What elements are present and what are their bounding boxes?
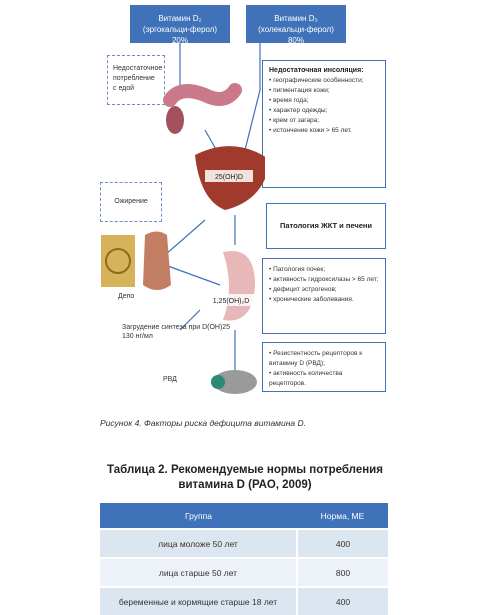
receptor-item: активность количества рецепторов. bbox=[269, 369, 379, 389]
insolation-title: Недостаточная инсоляция: bbox=[269, 67, 364, 74]
norm-cell: 800 bbox=[297, 557, 388, 587]
kidney-item: активность гидроксилазы > 65 лет; bbox=[269, 275, 379, 285]
insolation-item: характер одежды; bbox=[269, 106, 379, 116]
table-row: беременные и кормящие старше 18 лет 400 bbox=[100, 586, 388, 615]
low-intake-box: Недостаточное потребление с едой bbox=[107, 55, 165, 105]
intestine-opening-icon bbox=[166, 106, 184, 134]
norms-table: Группа Норма, МЕ лица моложе 50 лет 400 … bbox=[100, 503, 388, 615]
insolation-item: истончение кожи > 65 лет. bbox=[269, 126, 379, 136]
torso-icon bbox=[143, 231, 171, 290]
table-header-row: Группа Норма, МЕ bbox=[100, 503, 388, 529]
vdr-label: РВД bbox=[163, 376, 177, 383]
receptor-icon bbox=[211, 375, 225, 389]
vitamin-d3-box: Витамин D₃ (холекальци-ферол) 80% bbox=[246, 5, 346, 45]
insolation-item: пигментация кожи; bbox=[269, 86, 379, 96]
kidney-item: хронические заболевания. bbox=[269, 295, 379, 305]
norm-cell: 400 bbox=[297, 586, 388, 615]
kidney-icon bbox=[223, 250, 255, 321]
kidney-factors-box: Патология почек; активность гидроксилазы… bbox=[262, 258, 386, 334]
obesity-box: Ожирение bbox=[100, 182, 162, 222]
anatomy-illustration: 25(OH)D 1,25(OH)₂D bbox=[101, 43, 265, 394]
receptor-box: Резистентность рецепторов к витамину D (… bbox=[262, 342, 386, 392]
depot-label: Депо bbox=[118, 293, 135, 300]
insolation-list: географические особенности; пигментация … bbox=[269, 76, 379, 136]
receptor-item: Резистентность рецепторов к витамину D (… bbox=[269, 349, 379, 369]
synthesis-stop-label: Загрудение синтеза при D(OH)25 130 нг/мл bbox=[122, 324, 231, 340]
liver-label: 25(OH)D bbox=[215, 174, 243, 181]
receptor-list: Резистентность рецепторов к витамину D (… bbox=[269, 349, 379, 389]
vitamin-d2-box: Витамин D₂ (эргокальци-ферол) 20% bbox=[130, 5, 230, 45]
kidney-list: Патология почек; активность гидроксилазы… bbox=[269, 265, 379, 305]
insolation-item: крем от загара; bbox=[269, 116, 379, 126]
group-cell: беременные и кормящие старше 18 лет bbox=[100, 586, 298, 615]
insolation-box: Недостаточная инсоляция: географические … bbox=[262, 60, 386, 188]
table-row: лица старше 50 лет 800 bbox=[100, 557, 388, 587]
norm-cell: 400 bbox=[297, 528, 388, 558]
insolation-item: время года; bbox=[269, 96, 379, 106]
column-header-norm: Норма, МЕ bbox=[297, 503, 388, 529]
kidney-label: 1,25(OH)₂D bbox=[213, 298, 250, 305]
kidney-item: дефицит эстрогенов; bbox=[269, 285, 379, 295]
table-row: лица моложе 50 лет 400 bbox=[100, 528, 388, 558]
group-cell: лица старше 50 лет bbox=[100, 557, 298, 587]
insolation-item: географические особенности; bbox=[269, 76, 379, 86]
figure-caption: Рисунок 4. Факторы риска дефицита витами… bbox=[100, 418, 307, 428]
column-header-group: Группа bbox=[100, 503, 297, 529]
group-cell: лица моложе 50 лет bbox=[100, 528, 298, 558]
kidney-item: Патология почек; bbox=[269, 265, 379, 275]
gi-liver-box: Патология ЖКТ и печени bbox=[266, 203, 386, 249]
intestine-icon bbox=[163, 83, 242, 107]
table-title: Таблица 2. Рекомендуемые нормы потреблен… bbox=[107, 464, 383, 491]
bone-icon bbox=[213, 370, 257, 394]
